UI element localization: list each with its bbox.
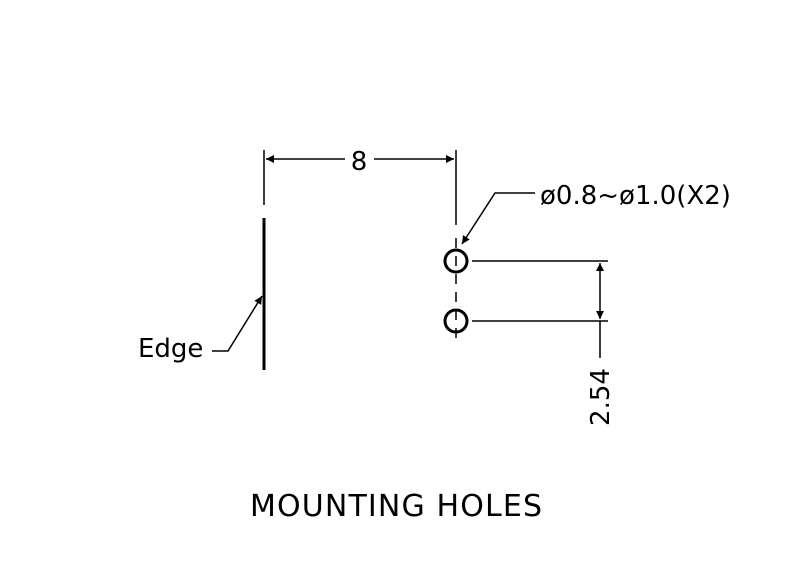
edge-leader xyxy=(212,295,263,352)
drawing-title: MOUNTING HOLES xyxy=(250,489,542,524)
mounting-hole-top xyxy=(443,248,469,274)
width-dimension-label: 8 xyxy=(351,147,368,177)
hole-callout-leader xyxy=(461,192,535,245)
pitch-dimension-label: 2.54 xyxy=(586,368,616,426)
hole-callout-label: ø0.8~ø1.0(X2) xyxy=(540,181,731,211)
mounting-hole-bottom xyxy=(443,308,469,334)
edge-label: Edge xyxy=(138,334,203,364)
